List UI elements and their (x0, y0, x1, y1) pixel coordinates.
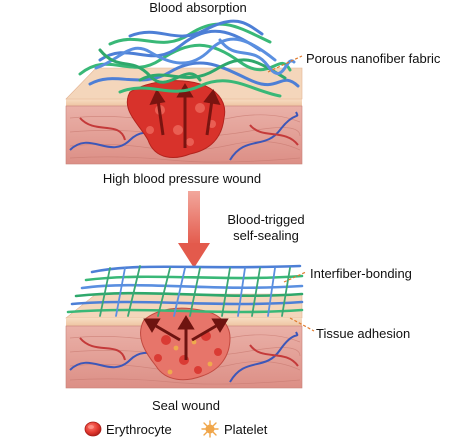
erythrocyte-icon (84, 421, 102, 437)
top-nanofiber-cluster (78, 19, 300, 98)
bottom-vein-red (79, 337, 299, 367)
transition-arrow (178, 191, 210, 268)
legend-erythrocyte-label: Erythrocyte (106, 422, 172, 437)
bottom-tissue-block (65, 264, 304, 389)
seal-wound-label: Seal wound (152, 398, 220, 413)
legend-platelet-label: Platelet (224, 422, 268, 437)
top-title: Blood absorption (149, 0, 247, 15)
transition-label-line2: self-sealing (233, 228, 299, 243)
tissue-adhesion-label: Tissue adhesion (316, 326, 411, 341)
bottom-flow-arrows (143, 315, 229, 360)
leader-interfiber-bonding (283, 271, 307, 283)
porous-fabric-label: Porous nanofiber fabric (306, 51, 441, 66)
transition-label-line1: Blood-trigged (227, 212, 305, 227)
top-vein-red (79, 117, 299, 146)
interfiber-bonding-label: Interfiber-bonding (310, 266, 412, 281)
bottom-nanofiber-mat (66, 264, 304, 317)
leader-porous-fabric (267, 55, 303, 73)
platelet-icon (201, 420, 219, 438)
top-tissue-block (65, 19, 303, 165)
high-pressure-wound-label: High blood pressure wound (102, 171, 262, 186)
leader-tissue-adhesion (289, 317, 315, 332)
